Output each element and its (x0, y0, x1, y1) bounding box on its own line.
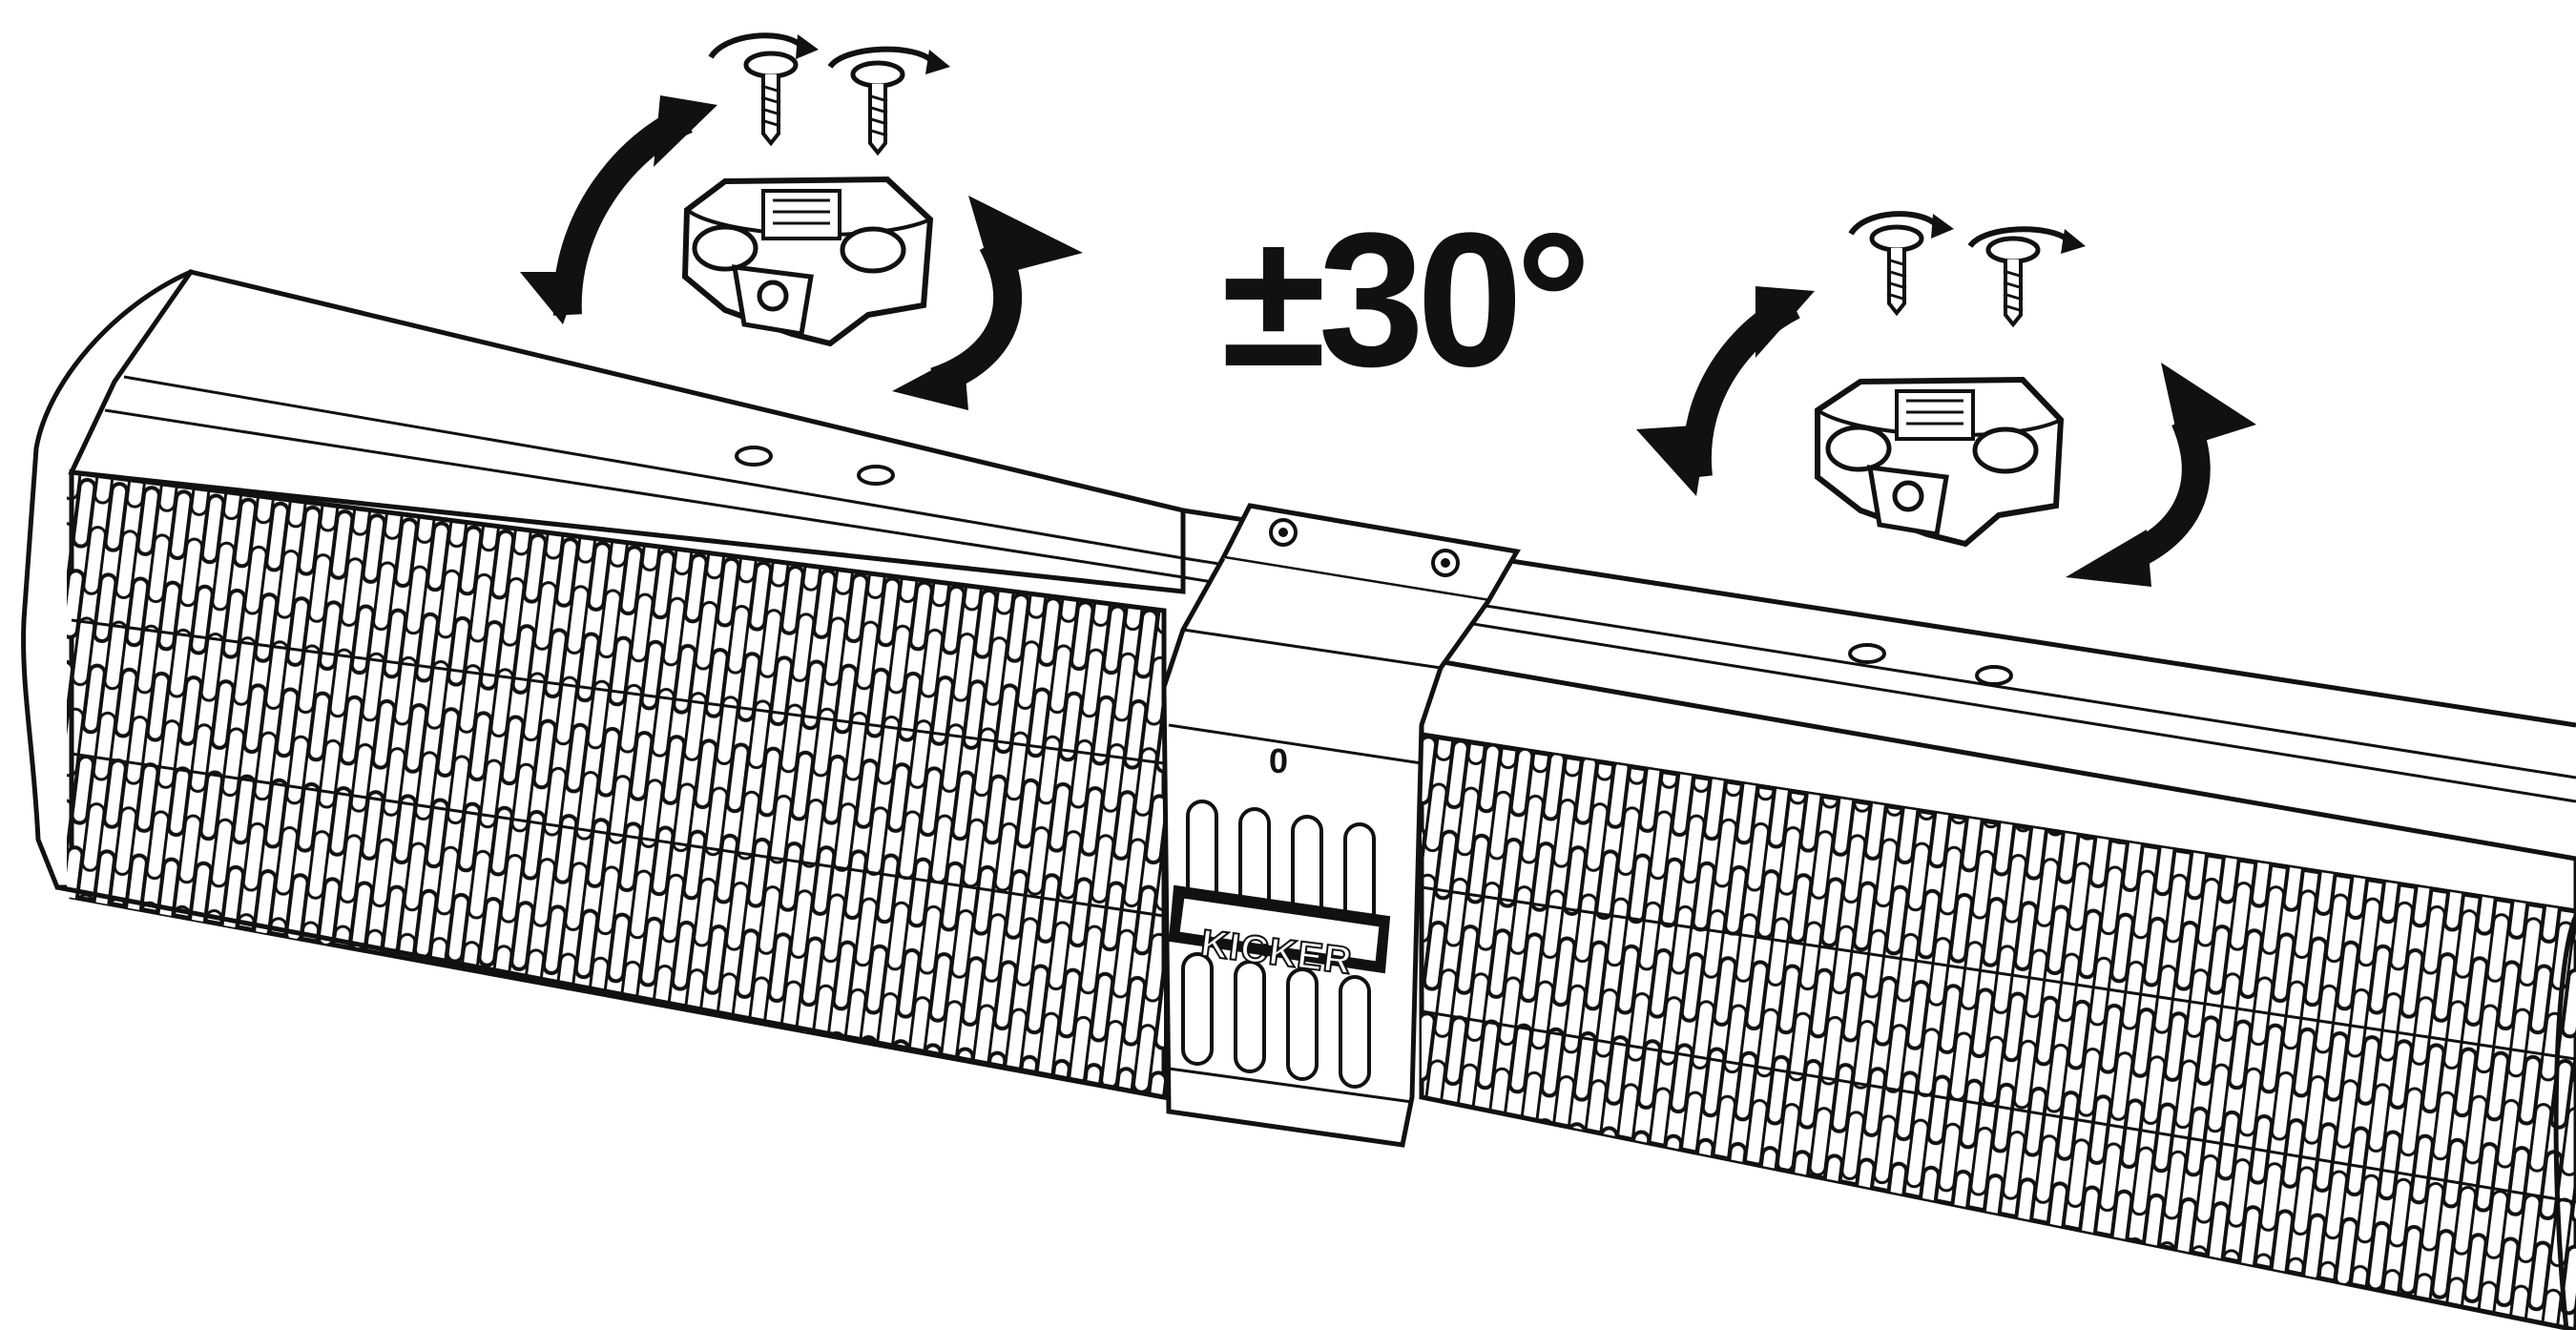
screw-icon (743, 51, 799, 147)
mount-hole (1975, 665, 2013, 686)
screw-icon (850, 60, 905, 156)
mount-hole (735, 446, 773, 467)
rotation-arrow-icon (708, 32, 950, 74)
screw-icon (1869, 224, 1924, 317)
rotation-arrow-icon (1636, 286, 2256, 587)
mounting-clamp-icon (681, 176, 934, 347)
mount-hole (1848, 643, 1886, 664)
speaker-body-left (21, 269, 1186, 1101)
tilt-angle-label: ±30° (1221, 194, 1591, 406)
center-bracket (1161, 503, 1521, 1148)
center-vents-lower (1181, 952, 1371, 1089)
mount-hole (857, 465, 895, 486)
rotation-arrow-icon (1848, 211, 2086, 254)
mounting-clamp-icon (1815, 376, 2065, 548)
speaker-body-right (1182, 508, 2576, 1330)
rotation-arrow-icon (520, 95, 1083, 410)
screw-icon (1985, 236, 2041, 328)
center-zero-mark: 0 (1269, 741, 1289, 780)
